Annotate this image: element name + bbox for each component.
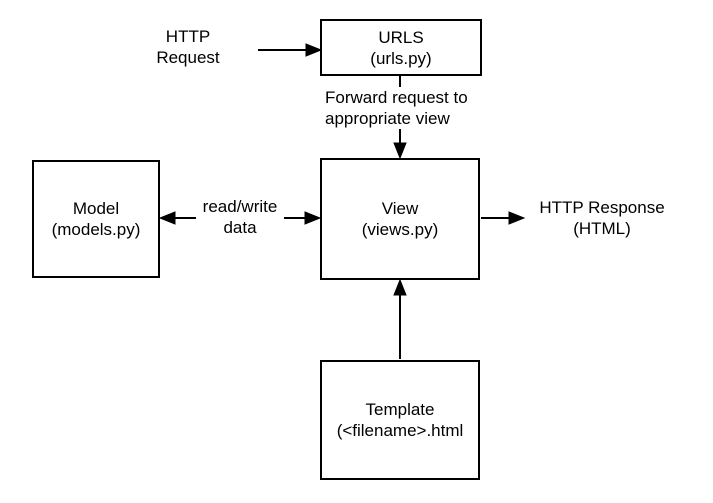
view-box: View (views.py) [320, 158, 480, 280]
template-box-title: Template [365, 400, 435, 419]
http-response-label: HTTP Response (HTML) [520, 197, 684, 239]
model-box-subtitle: (models.py) [51, 220, 141, 239]
urls-box-subtitle: (urls.py) [370, 48, 432, 68]
http-request-label-line2: Request [156, 48, 220, 67]
template-box-subtitle: (<filename>.html [336, 421, 464, 440]
read-write-label: read/write data [196, 196, 284, 238]
http-request-label-line1: HTTP [165, 27, 211, 46]
urls-box-title: URLS [378, 27, 424, 47]
http-response-label-line2: (HTML) [573, 219, 631, 238]
model-box-title: Model [72, 199, 120, 218]
read-write-label-line1: read/write [202, 197, 278, 216]
http-response-label-line1: HTTP Response [539, 198, 665, 217]
urls-box: URLS (urls.py) [320, 19, 482, 76]
forward-request-label-line1: Forward request to [325, 88, 468, 107]
http-request-label: HTTP Request [138, 26, 238, 68]
model-box: Model (models.py) [32, 160, 160, 278]
template-box: Template (<filename>.html [320, 360, 480, 480]
http-response-arrow [481, 211, 526, 225]
http-request-arrow [258, 43, 323, 57]
view-box-title: View [381, 199, 419, 218]
forward-request-label: Forward request to appropriate view [325, 87, 468, 129]
read-write-label-line2: data [223, 218, 257, 237]
template-arrow [393, 278, 407, 359]
forward-request-label-line2: appropriate view [325, 109, 450, 128]
view-box-subtitle: (views.py) [361, 220, 439, 239]
